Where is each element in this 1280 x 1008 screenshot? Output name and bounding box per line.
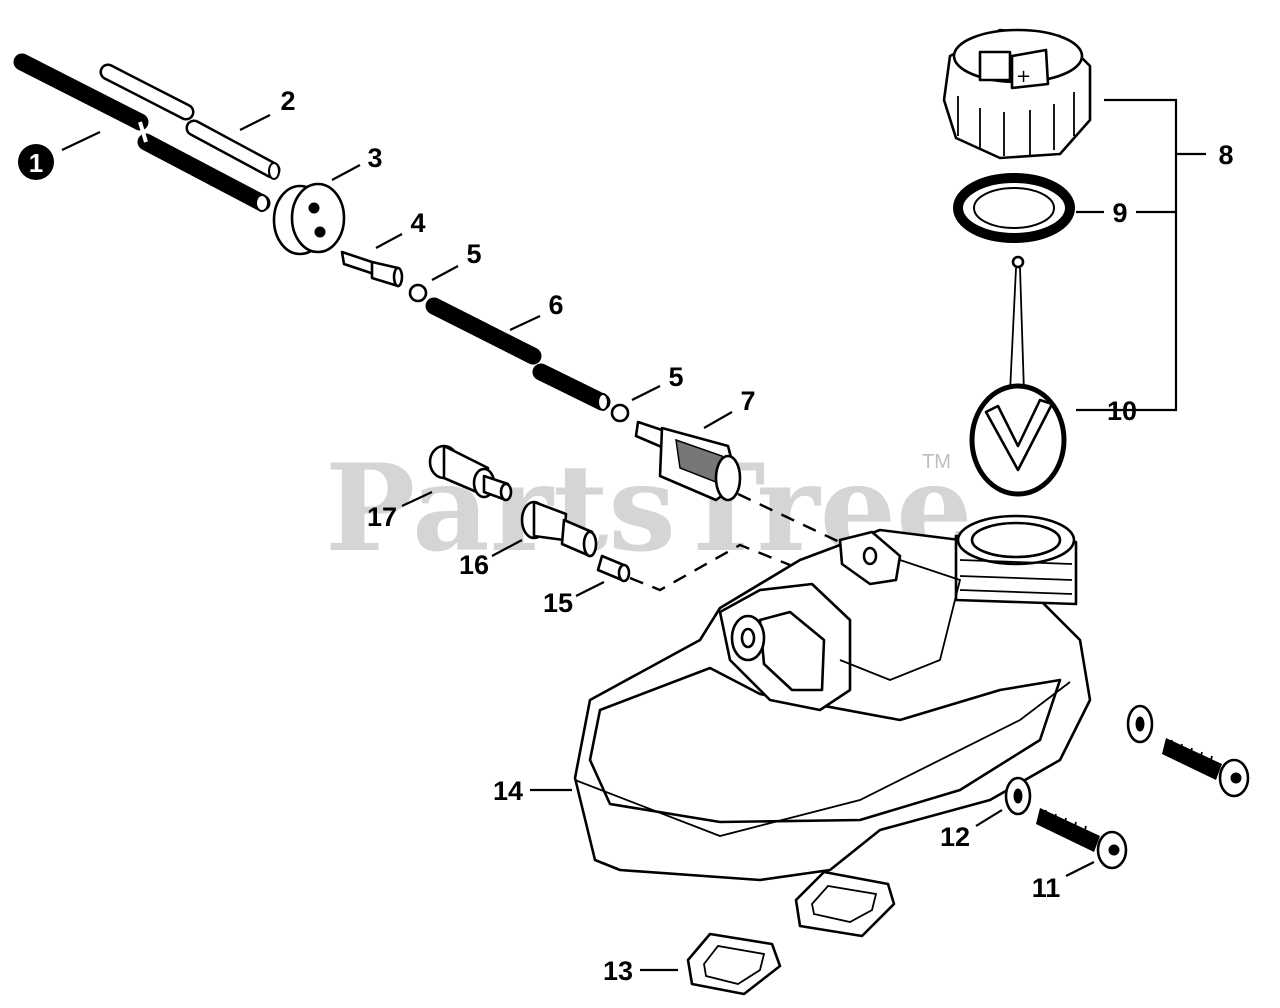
callout-7: 7 <box>740 386 755 416</box>
part-9-cap-gasket[interactable] <box>953 173 1075 243</box>
callout-4: 4 <box>410 208 425 238</box>
callout-1: 1 <box>29 148 43 178</box>
callout-1-badge: 1 <box>18 144 54 180</box>
part-1-fuel-hose[interactable] <box>13 53 271 212</box>
callout-3: 3 <box>367 143 382 173</box>
part-11-bolt-upper[interactable] <box>1162 738 1250 798</box>
dashed-line-filter <box>737 492 849 548</box>
callout-5-lower: 5 <box>668 362 683 392</box>
part-10-fuel-strainer[interactable] <box>969 255 1067 497</box>
callout-16: 16 <box>459 550 489 580</box>
part-17-tank-vent[interactable] <box>428 444 513 502</box>
callout-10: 10 <box>1107 396 1137 426</box>
callout-11: 11 <box>1032 873 1061 903</box>
part-13-rubber-mount-a[interactable] <box>794 870 896 938</box>
callout-8: 8 <box>1218 140 1233 170</box>
part-13-rubber-mount-b[interactable] <box>686 932 782 996</box>
part-4-connector[interactable] <box>340 250 404 288</box>
part-7-fuel-filter[interactable] <box>634 420 742 502</box>
part-16-grommet-fitting[interactable] <box>520 500 598 558</box>
callout-2: 2 <box>280 86 295 116</box>
fuel-mix-symbol: + <box>1016 66 1031 87</box>
callout-13: 13 <box>603 956 633 986</box>
leader-lines <box>61 98 1206 972</box>
callout-5-upper: 5 <box>466 239 481 269</box>
callout-9: 9 <box>1112 198 1127 228</box>
part-3-grommet[interactable] <box>272 182 346 256</box>
part-15-fitting[interactable] <box>596 554 631 583</box>
part-5-o-ring-upper[interactable] <box>408 283 428 303</box>
part-6-fuel-line[interactable] <box>425 297 611 411</box>
part-14-fuel-tank[interactable] <box>573 514 1092 882</box>
part-5-o-ring-lower[interactable] <box>610 403 630 423</box>
dashed-line-fitting <box>629 543 791 592</box>
callout-6: 6 <box>548 290 563 320</box>
part-11-bolt-lower[interactable] <box>1036 808 1128 870</box>
callout-14: 14 <box>493 776 523 806</box>
part-12-washer-lower[interactable] <box>1004 776 1032 816</box>
callout-15: 15 <box>543 588 573 618</box>
part-8-fuel-cap[interactable]: + <box>942 28 1092 160</box>
callout-17: 17 <box>367 502 397 532</box>
callout-12: 12 <box>940 822 970 852</box>
part-12-washer-upper[interactable] <box>1126 704 1154 744</box>
watermark-trademark: TM <box>922 451 951 473</box>
part-2-vent-tube[interactable] <box>99 63 281 180</box>
